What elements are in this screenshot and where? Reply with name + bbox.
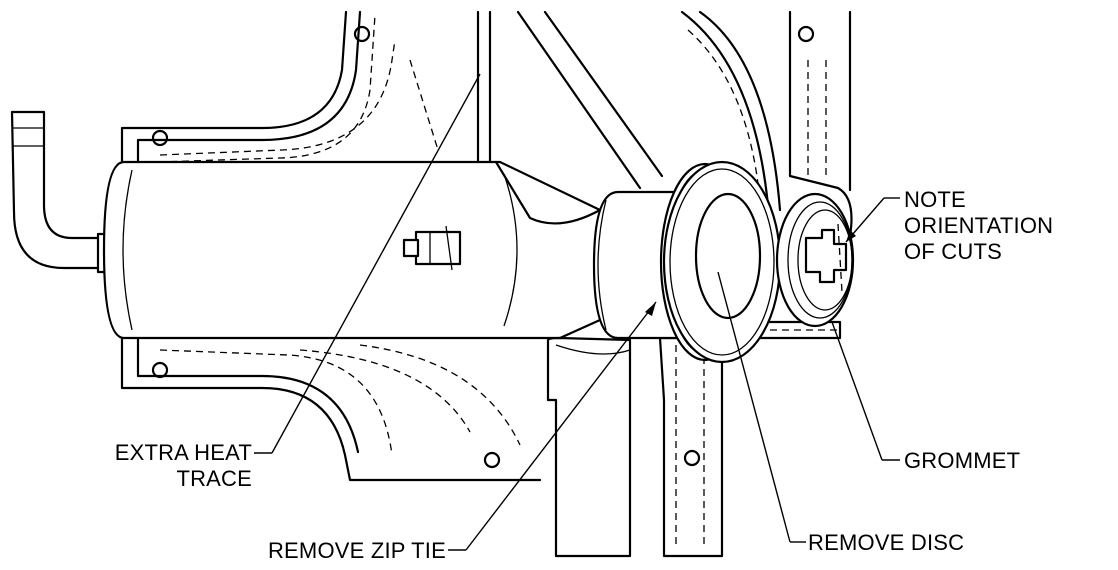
bottom-pipe [546, 336, 632, 558]
grommet-leader [831, 321, 883, 461]
zip-tie-arrow [645, 302, 656, 316]
remove-disc-leader [717, 271, 791, 543]
remove-disc-label: REMOVE DISC [808, 530, 965, 555]
extra-heat-trace-leader [271, 73, 481, 454]
disc-flange [659, 160, 782, 364]
note-arrow [846, 230, 856, 242]
grommet-label: GROMMET [904, 448, 1021, 473]
extra-heat-trace-label-line1: EXTRA HEAT [114, 440, 252, 465]
clip-connector [402, 225, 462, 271]
remove-zip-tie-label: REMOVE ZIP TIE [267, 538, 446, 563]
cylinder-body [102, 160, 602, 340]
note-label-line2: ORIENTATION [904, 213, 1054, 238]
grommet [775, 192, 855, 328]
right-bottom-pipe [658, 336, 724, 558]
note-label-line3: OF CUTS [904, 239, 1002, 264]
extra-heat-trace-label-line2: TRACE [176, 466, 252, 491]
diagonal-tube [494, 10, 664, 225]
hose-barb [10, 110, 110, 274]
zip-tie-leader [465, 301, 657, 551]
lower-bracket [120, 336, 542, 482]
note-label-line1: NOTE [904, 187, 966, 212]
upper-bracket [120, 10, 492, 170]
